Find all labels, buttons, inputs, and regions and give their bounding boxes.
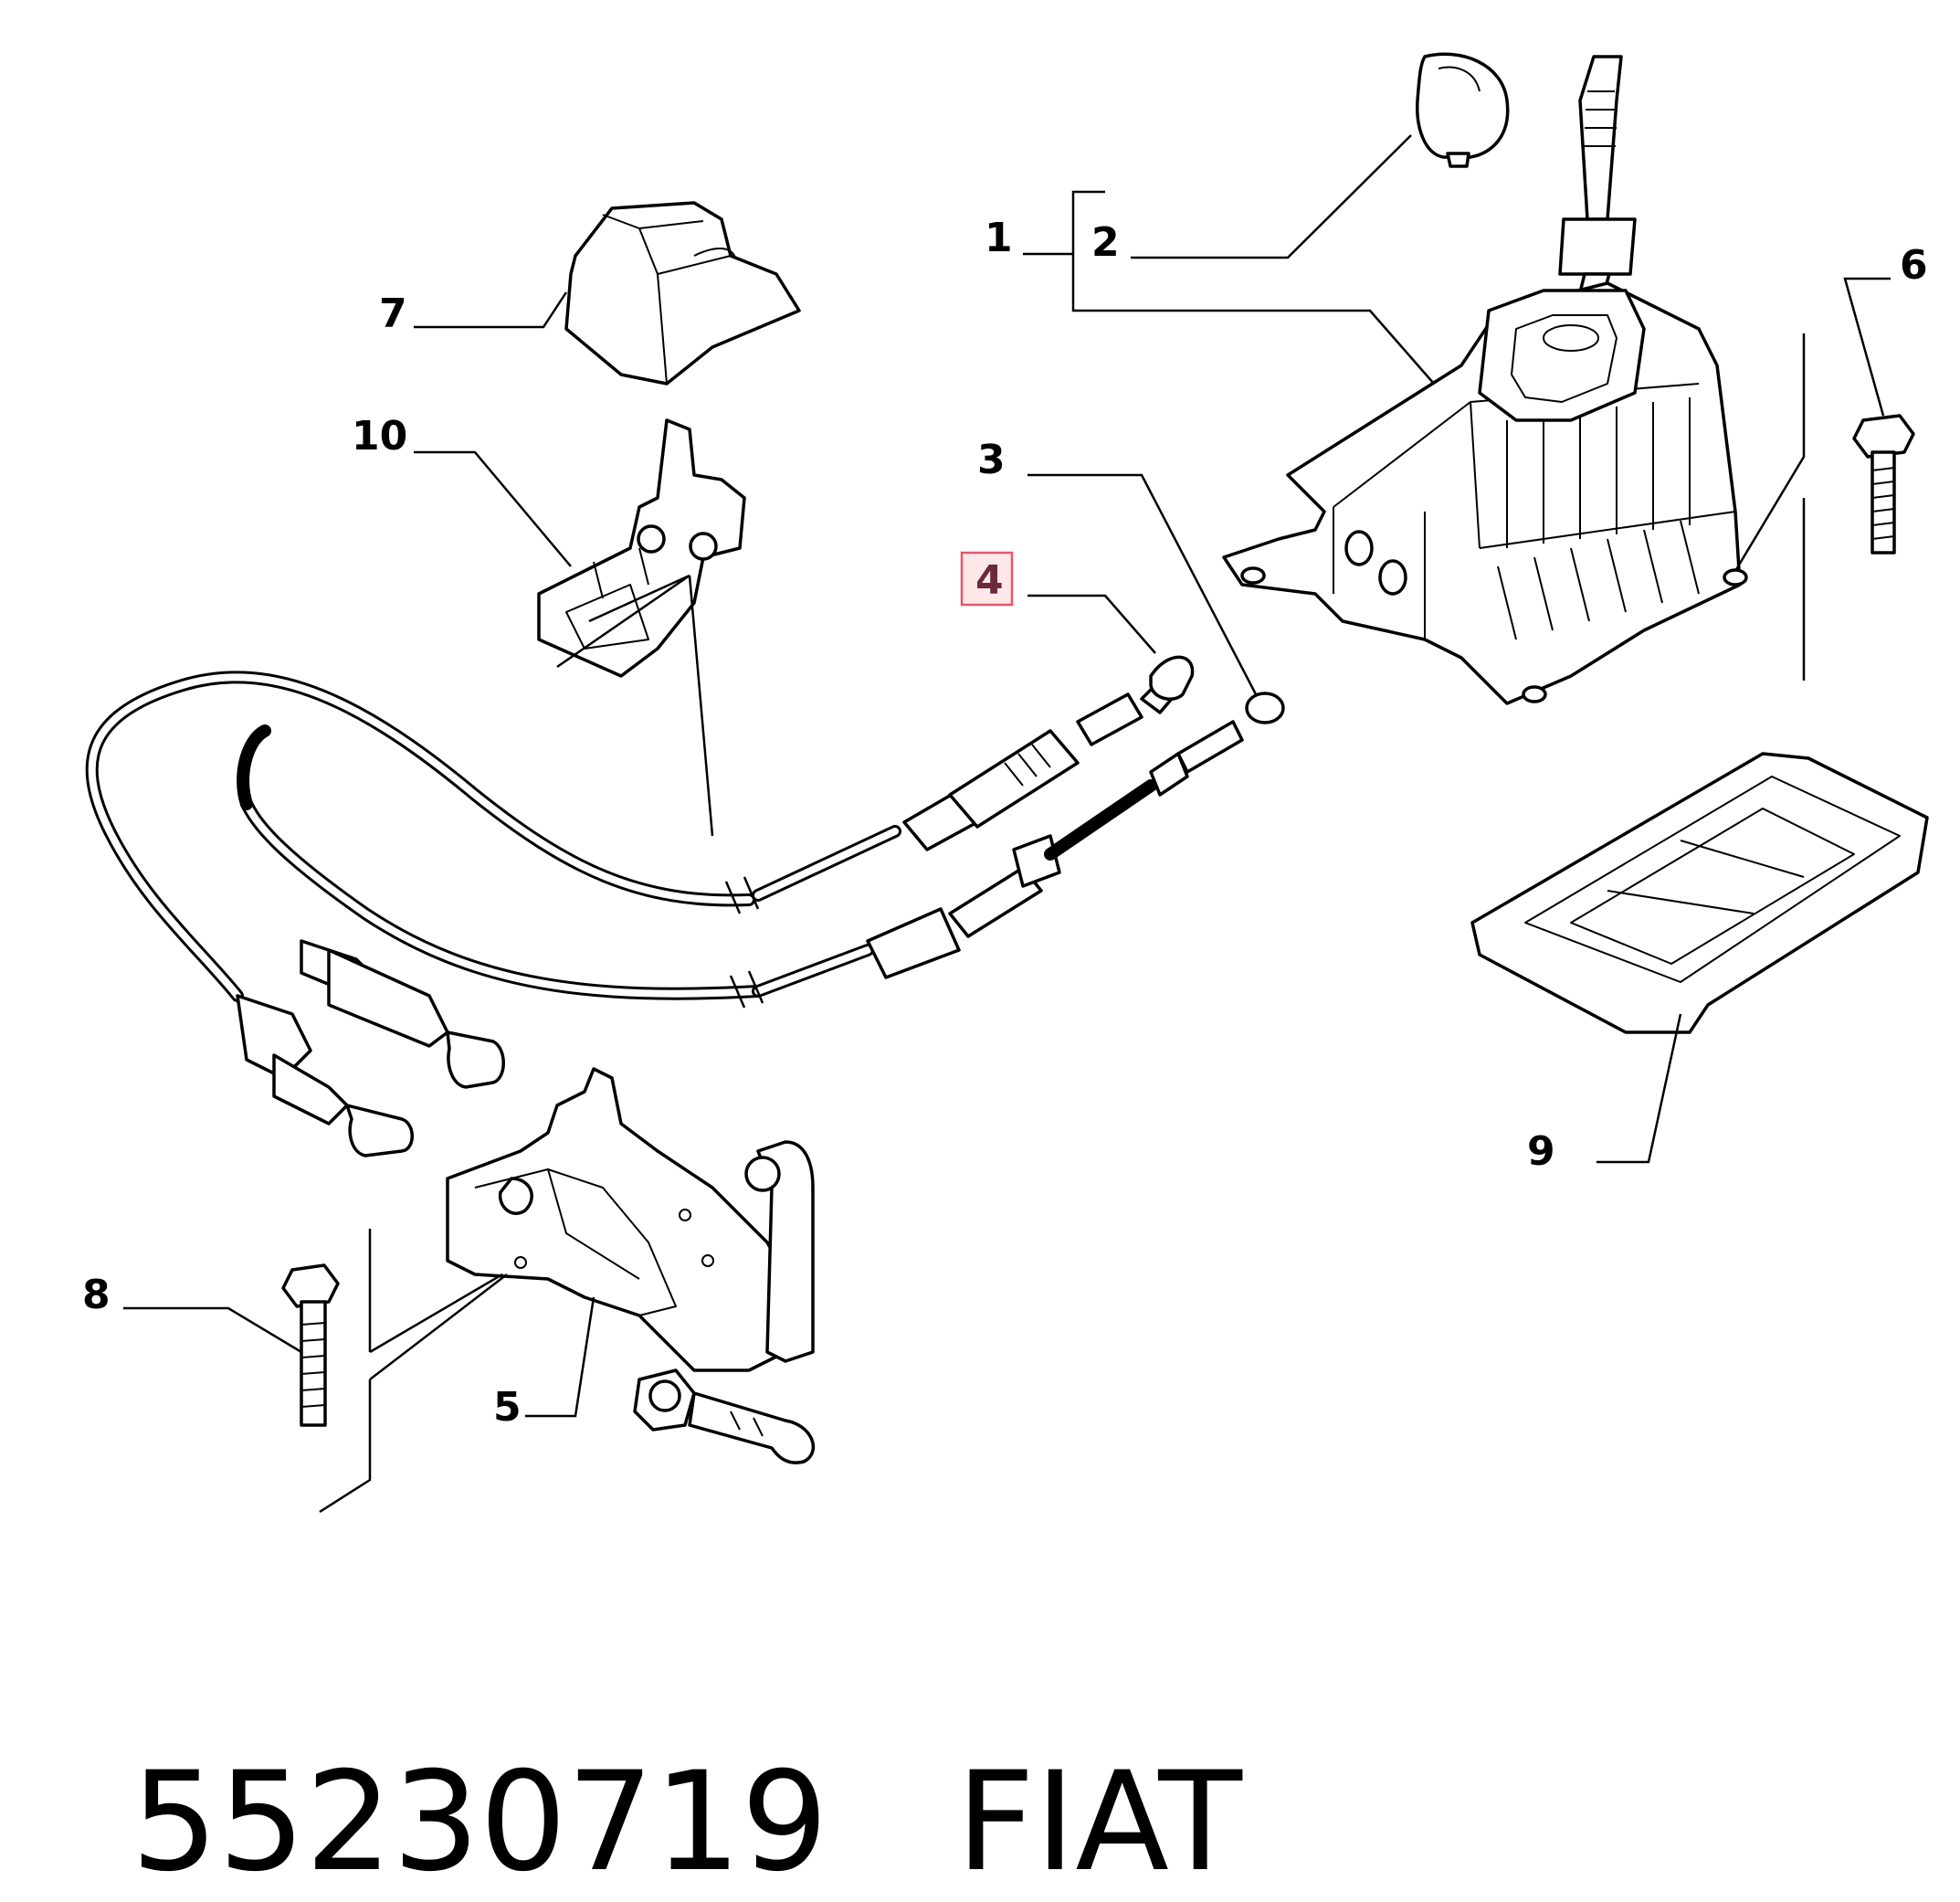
callout-8[interactable]: 8: [82, 1272, 111, 1318]
cover-part-7[interactable]: [564, 201, 801, 386]
gear-cable-part-4[interactable]: [85, 655, 1195, 1157]
callout-3[interactable]: 3: [977, 437, 1006, 483]
highlight-box: [960, 551, 1014, 607]
exploded-parts-diagram: 1 2 3 4 5 6 7 8 9 10: [82, 52, 1929, 1514]
bolt-part-8[interactable]: [281, 1263, 340, 1427]
part-number: 55230719: [131, 1743, 828, 1902]
callout-6[interactable]: 6: [1900, 242, 1928, 289]
callout-9[interactable]: 9: [1527, 1128, 1555, 1175]
callout-7[interactable]: 7: [379, 291, 407, 337]
brand-name: FIAT: [955, 1743, 1242, 1902]
bracket-part-10[interactable]: [537, 418, 746, 678]
cable-break-marks: [724, 876, 764, 1009]
callout-1[interactable]: 1: [985, 215, 1013, 261]
gear-knob-part[interactable]: [1416, 52, 1510, 168]
callout-labels: 1 2 3 4 5 6 7 8 9 10: [82, 215, 1928, 1431]
selector-cable-part-3[interactable]: [237, 692, 1285, 1089]
gear-shift-assembly-part[interactable]: [1222, 55, 1748, 705]
bolt-part-6[interactable]: [1852, 414, 1915, 555]
callout-2[interactable]: 2: [1091, 219, 1120, 266]
callout-4[interactable]: 4: [975, 557, 1004, 604]
shift-mechanism-part-5[interactable]: [446, 1067, 815, 1464]
callout-10[interactable]: 10: [352, 413, 407, 460]
tray-part-9[interactable]: [1470, 752, 1929, 1034]
callout-5[interactable]: 5: [493, 1384, 522, 1431]
leader-lines: [123, 134, 1891, 1514]
